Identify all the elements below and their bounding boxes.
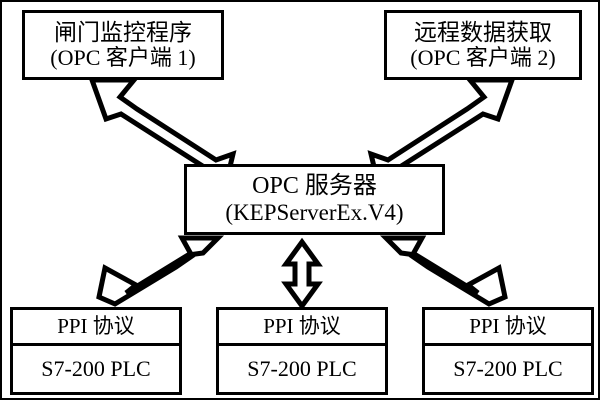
node-plc-1[interactable]: PPI 协议 S7-200 PLC bbox=[10, 307, 182, 395]
node-opc-client-1[interactable]: 闸门监控程序 (OPC 客户端 1) bbox=[22, 10, 224, 80]
client-1-title: 闸门监控程序 bbox=[54, 19, 192, 45]
node-plc-2[interactable]: PPI 协议 S7-200 PLC bbox=[216, 307, 388, 395]
node-opc-client-2[interactable]: 远程数据获取 (OPC 客户端 2) bbox=[384, 10, 582, 80]
plc-2-protocol: PPI 协议 bbox=[219, 310, 385, 346]
plc-1-model: S7-200 PLC bbox=[41, 356, 151, 381]
server-subtitle: (KEPServerEx.V4) bbox=[225, 200, 404, 226]
server-title: OPC 服务器 bbox=[252, 173, 377, 200]
node-opc-server[interactable]: OPC 服务器 (KEPServerEx.V4) bbox=[184, 164, 445, 235]
plc-3-protocol: PPI 协议 bbox=[425, 310, 591, 346]
connector-server-to-plc-1 bbox=[96, 235, 225, 307]
client-1-subtitle: (OPC 客户端 1) bbox=[50, 44, 196, 70]
plc-1-protocol: PPI 协议 bbox=[13, 310, 179, 346]
client-2-subtitle: (OPC 客户端 2) bbox=[410, 44, 556, 70]
plc-2-model: S7-200 PLC bbox=[247, 356, 357, 381]
connector-server-to-plc-2 bbox=[281, 237, 323, 311]
client-2-title: 远程数据获取 bbox=[414, 19, 552, 45]
plc-3-model: S7-200 PLC bbox=[453, 356, 563, 381]
connector-server-to-plc-3 bbox=[379, 235, 508, 307]
node-plc-3[interactable]: PPI 协议 S7-200 PLC bbox=[422, 307, 594, 395]
